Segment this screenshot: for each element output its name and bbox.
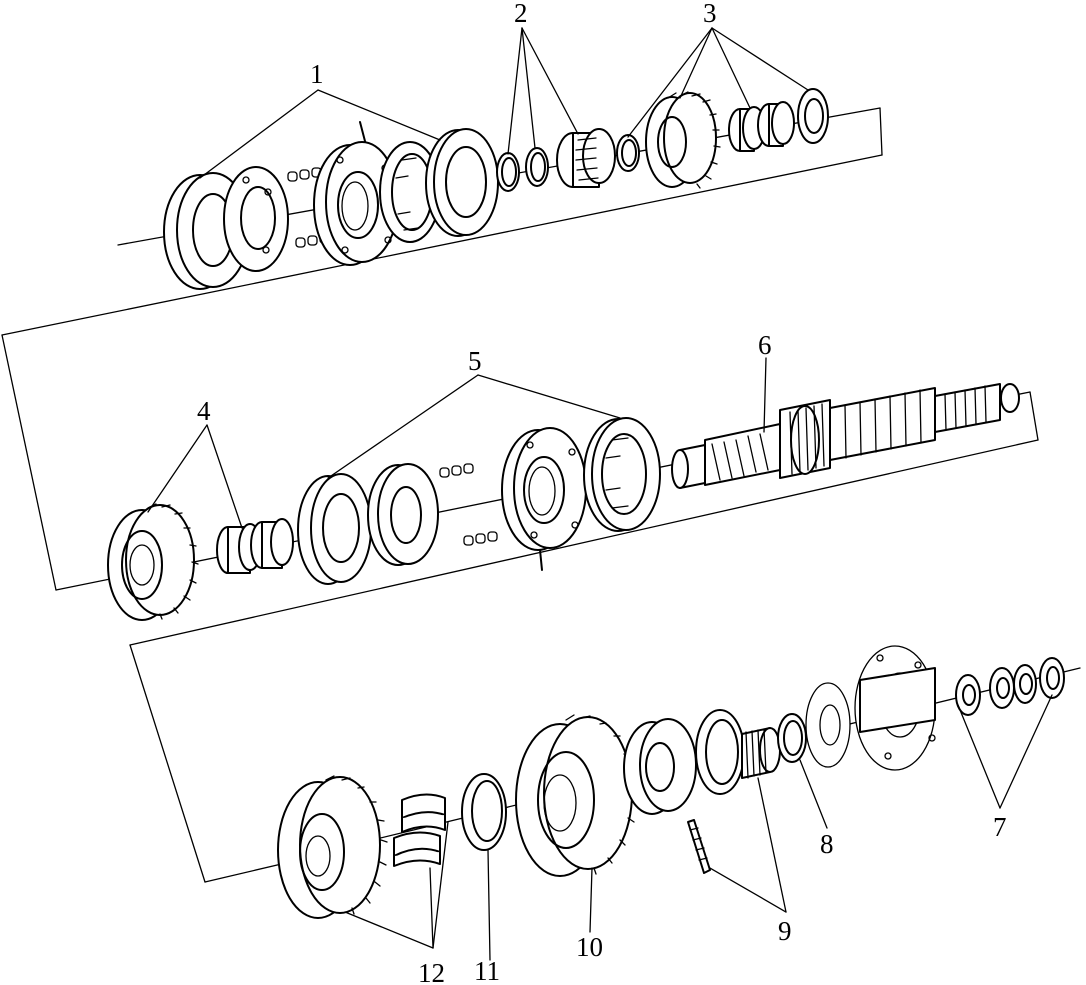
callout-6: 6 — [758, 330, 772, 360]
retaining-ring-11 — [461, 773, 507, 851]
main-shaft-6 — [671, 383, 1020, 489]
callout-9: 9 — [778, 916, 792, 946]
callout-labels: 1 2 3 4 5 6 7 8 9 10 11 12 — [197, 0, 1007, 985]
split-bushing-12b — [393, 831, 441, 867]
large-gear-10 — [515, 714, 638, 877]
bolt-9 — [687, 819, 711, 874]
row-3-parts — [277, 645, 1065, 919]
gear-3 — [645, 91, 721, 189]
washer-7c — [1013, 664, 1037, 704]
retainer-cage-5 — [583, 417, 661, 532]
thin-plate-1 — [223, 166, 289, 272]
split-bushing-12a — [401, 793, 446, 833]
thrust-washer-3 — [797, 88, 829, 144]
callout-1: 1 — [310, 59, 324, 89]
callout-12: 12 — [418, 958, 445, 985]
roller-bearing-2 — [556, 128, 616, 188]
bearing-cup-2 — [425, 128, 499, 237]
bearing-cup-5 — [297, 473, 372, 585]
flanged-housing-1 — [313, 121, 399, 266]
needle-bearing-3b — [757, 101, 795, 147]
callout-11: 11 — [474, 956, 500, 985]
callout-4: 4 — [197, 396, 211, 426]
snap-ring-3 — [616, 134, 640, 172]
ball-bearing-9a — [623, 718, 697, 815]
spring-9 — [741, 727, 781, 779]
gear-12 — [277, 775, 388, 919]
o-ring-8 — [777, 713, 807, 763]
callout-10: 10 — [576, 932, 603, 962]
callout-3: 3 — [703, 0, 717, 28]
cone-plate-5 — [367, 463, 439, 566]
row-1-parts — [163, 88, 829, 290]
nut-7 — [1039, 657, 1065, 699]
callout-8: 8 — [820, 829, 834, 859]
snap-ring-2b — [525, 147, 549, 187]
needle-bearing-4b — [250, 518, 294, 569]
rollers-5 — [439, 463, 498, 546]
leader-lines — [147, 27, 1053, 961]
callout-5: 5 — [468, 346, 482, 376]
output-flange — [805, 645, 936, 771]
needle-bearing-3a — [728, 106, 766, 152]
washer-7b — [989, 667, 1015, 709]
gear-4 — [107, 503, 199, 621]
row-2-parts — [107, 383, 1020, 621]
washer-7a — [955, 674, 981, 716]
snap-ring-2a — [496, 152, 520, 192]
callout-2: 2 — [514, 0, 528, 28]
thrust-ring-9 — [695, 709, 745, 795]
flanged-housing-5 — [501, 427, 587, 571]
callout-7: 7 — [993, 812, 1007, 842]
